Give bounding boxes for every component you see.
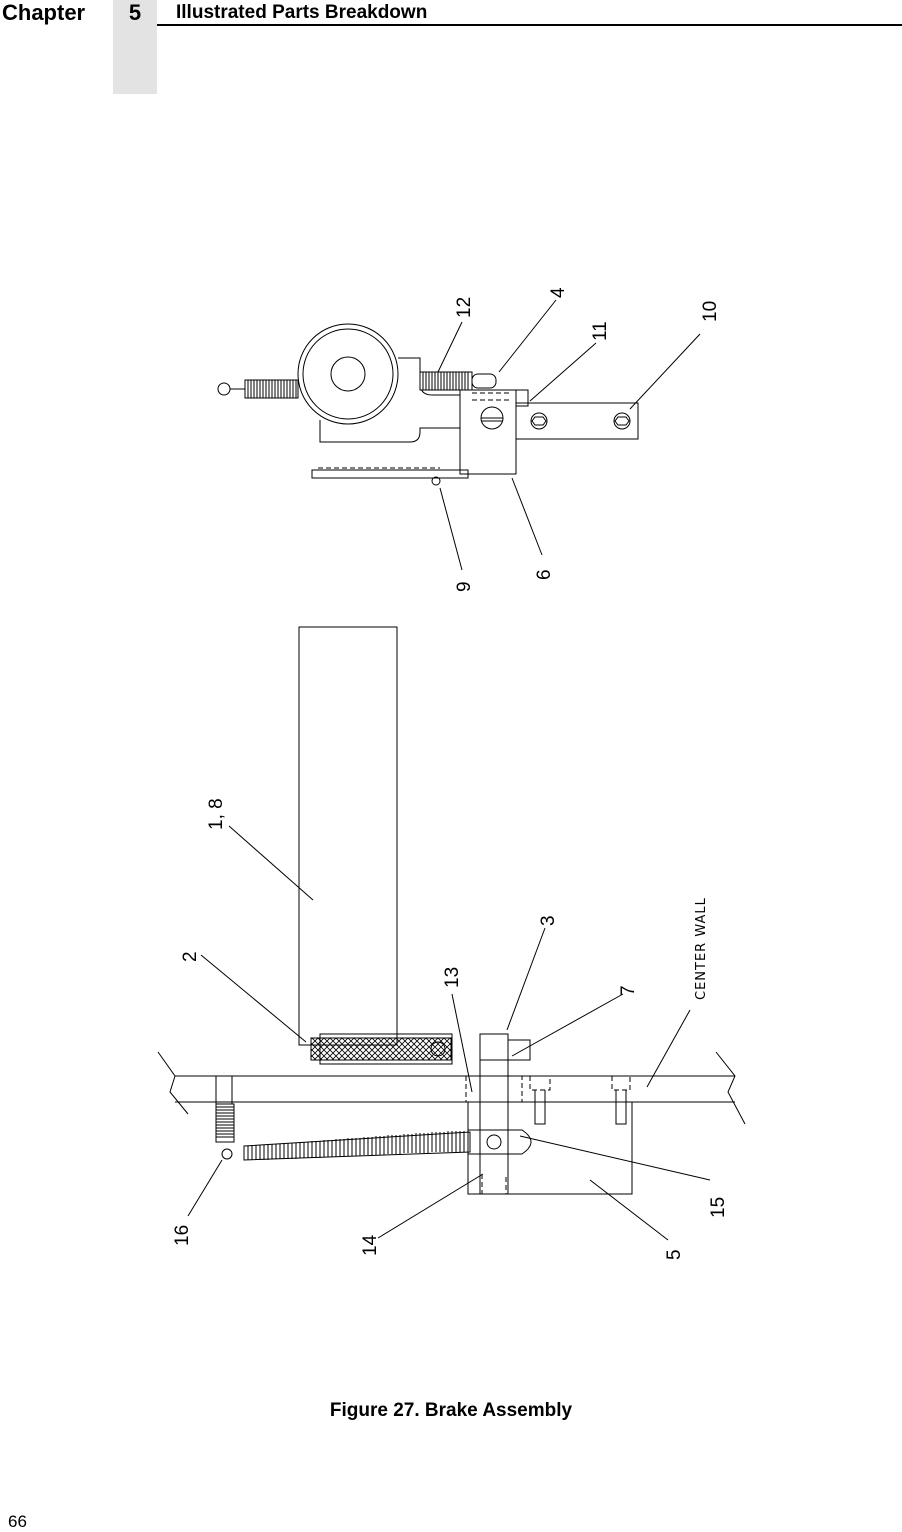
callout-12: 12 — [454, 297, 475, 318]
drum-hub — [330, 356, 366, 392]
upper-brake-view — [217, 323, 639, 486]
header-rule — [157, 24, 902, 26]
section-title: Illustrated Parts Breakdown — [176, 2, 428, 23]
callout-15: 15 — [708, 1197, 729, 1218]
center-wall-label: CENTER WALL — [694, 897, 709, 1000]
long-spring — [243, 1131, 471, 1161]
chapter-number: 5 — [128, 0, 142, 25]
upper-right-spring — [419, 371, 473, 391]
callout-4: 4 — [548, 287, 569, 298]
leader-lines — [187, 299, 711, 1241]
callout-5: 5 — [664, 1249, 685, 1260]
callout-16: 16 — [172, 1225, 193, 1246]
set-screw — [515, 389, 529, 407]
callout-labels: 12 4 11 10 9 6 1, 8 2 3 13 7 CENTER WALL… — [172, 287, 729, 1260]
brake-arm — [515, 402, 639, 440]
spring-eyelet — [217, 382, 231, 396]
callout-6: 6 — [534, 569, 555, 580]
brake-drum — [297, 323, 399, 425]
callout-13: 13 — [442, 967, 463, 988]
callout-14: 14 — [360, 1234, 381, 1256]
wall-bracket — [467, 1101, 633, 1195]
brake-handle — [298, 626, 398, 1046]
callout-1-8: 1, 8 — [206, 798, 227, 830]
pivot-shaft — [479, 1033, 509, 1195]
callout-9: 9 — [454, 581, 475, 592]
hook-pin — [471, 373, 497, 389]
brake-pad — [310, 1037, 452, 1061]
bracket-block — [459, 389, 517, 475]
wall-break-right — [715, 1051, 746, 1125]
lower-brake-view — [157, 626, 746, 1195]
chapter-tab: 5 — [113, 0, 157, 94]
callout-7: 7 — [618, 985, 639, 996]
bottom-plate — [311, 469, 469, 479]
callout-2: 2 — [180, 951, 201, 962]
upper-left-spring — [244, 379, 299, 399]
anchor-spring — [215, 1103, 235, 1143]
spring-clevis — [468, 1129, 532, 1155]
callout-11: 11 — [590, 321, 611, 341]
page-number: 66 — [8, 1512, 27, 1531]
callout-10: 10 — [700, 301, 721, 322]
figure-caption: Figure 27. Brake Assembly — [329, 1400, 573, 1421]
chapter-label: Chapter — [2, 0, 86, 25]
wall-break-left — [157, 1051, 189, 1115]
callout-3: 3 — [538, 915, 559, 926]
